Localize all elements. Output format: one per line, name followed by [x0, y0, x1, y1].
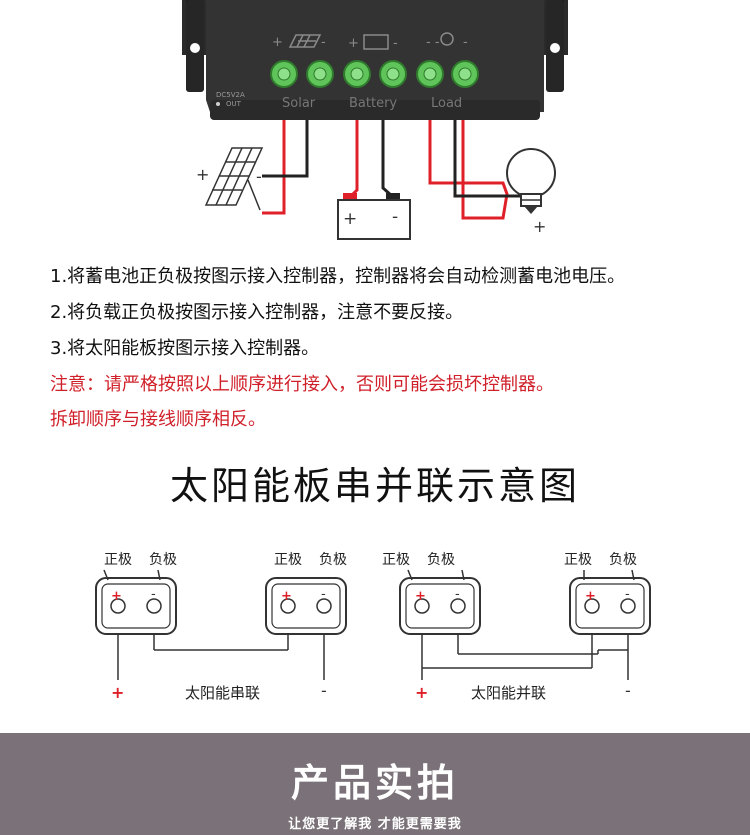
footer-band — [0, 733, 750, 835]
parallel-a-negative-label: 负极 — [427, 552, 455, 568]
instruction-3: 3.将太阳能板按图示接入控制器。 — [50, 338, 320, 359]
parallel-panel-a — [399, 577, 481, 635]
parallel-panel-b — [569, 577, 651, 635]
parallel-a-positive-label: 正极 — [382, 552, 410, 568]
solar-panel-icon — [204, 147, 264, 211]
series-a-negative-label: 负极 — [149, 552, 177, 568]
parallel-b-plus-mark: + — [585, 589, 596, 604]
series-label: 太阳能串联 — [185, 684, 260, 702]
series-b-positive-label: 正极 — [274, 552, 302, 568]
terminal-row — [270, 60, 479, 88]
panel-minus-mark: - — [256, 167, 262, 186]
battery-minus-mark: - — [393, 36, 398, 51]
parallel-minus-sign: - — [625, 681, 631, 700]
out-label: OUT — [226, 100, 242, 108]
series-parallel-diagram: 正极 负极 + - 正极 负极 + - + - 太阳能串联 正极 负极 + - — [95, 552, 651, 702]
controller-bottom-lip — [210, 100, 540, 120]
load-minus-mark: - - — [426, 35, 440, 50]
instruction-2: 2.将负载正负极按图示接入控制器，注意不要反接。 — [50, 302, 464, 323]
parallel-wiring — [407, 569, 635, 680]
svg-text:+: + — [343, 209, 357, 229]
parallel-b-negative-label: 负极 — [609, 552, 637, 568]
terminal-label-battery: Battery — [349, 96, 397, 111]
footer-title: 产品实拍 — [290, 761, 459, 805]
series-panel-a — [95, 577, 177, 635]
parallel-b-minus-mark: - — [625, 587, 630, 602]
parallel-label: 太阳能并联 — [471, 684, 546, 702]
solar-plus-mark: + — [272, 35, 283, 50]
indicator-led-icon — [216, 102, 220, 106]
battery-symbol-icon — [363, 34, 389, 50]
parallel-plus-sign: + — [415, 683, 428, 702]
series-a-plus-mark: + — [111, 589, 122, 604]
series-panel-b — [265, 577, 347, 635]
battery-icon: + - — [337, 193, 411, 240]
series-minus-sign: - — [321, 681, 327, 700]
footer-subtitle: 让您更了解我 才能更需要我 — [288, 817, 462, 832]
parallel-b-positive-label: 正极 — [564, 552, 592, 568]
mount-hole-right-icon — [550, 43, 560, 53]
svg-text:-: - — [392, 207, 398, 227]
instruction-1: 1.将蓄电池正负极按图示接入控制器，控制器将会自动检测蓄电池电压。 — [50, 266, 626, 287]
load-minus-mark-2: - — [463, 35, 468, 50]
battery-plus-mark: + — [348, 36, 359, 51]
series-wiring — [103, 569, 325, 680]
solar-minus-mark: - — [321, 35, 326, 50]
series-b-plus-mark: + — [281, 589, 292, 604]
series-plus-sign: + — [111, 683, 124, 702]
controller-face — [206, 0, 544, 118]
mount-hole-left-icon — [190, 43, 200, 53]
warning-1: 注意：请严格按照以上顺序进行接入，否则可能会损坏控制器。 — [50, 374, 554, 395]
series-a-minus-mark: - — [151, 587, 156, 602]
terminal-label-solar: Solar — [282, 96, 316, 111]
load-plus-mark: + — [533, 217, 546, 236]
terminal-label-load: Load — [431, 96, 462, 111]
load-bulb-symbol-icon — [440, 32, 454, 46]
series-b-negative-label: 负极 — [319, 552, 347, 568]
model-label: DC5V2A — [216, 91, 245, 99]
panel-plus-mark: + — [196, 165, 209, 184]
parallel-a-minus-mark: - — [455, 587, 460, 602]
warning-2: 拆卸顺序与接线顺序相反。 — [50, 409, 266, 430]
controller-wiring-illustration: + - + - - - - DC5V2A OUT Solar Battery L… — [182, 0, 568, 240]
solar-symbol-icon — [288, 34, 322, 48]
series-b-minus-mark: - — [321, 587, 326, 602]
diagram-title: 太阳能板串并联示意图 — [169, 464, 580, 508]
parallel-a-plus-mark: + — [415, 589, 426, 604]
light-bulb-icon — [506, 148, 556, 214]
series-a-positive-label: 正极 — [104, 552, 132, 568]
